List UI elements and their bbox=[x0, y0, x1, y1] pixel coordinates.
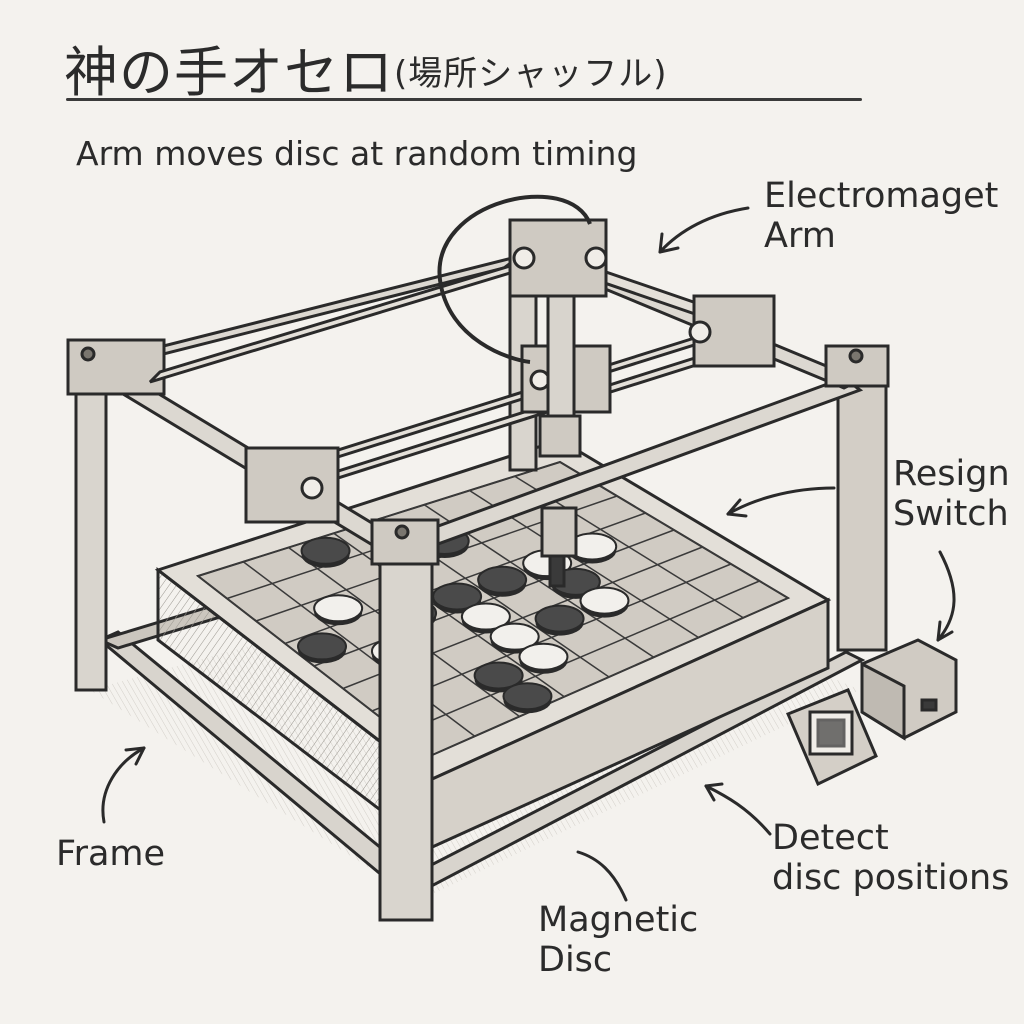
label-frame: Frame bbox=[56, 834, 166, 874]
arrow-detect bbox=[704, 784, 772, 836]
grid-line-row bbox=[400, 580, 760, 735]
arrow-resign-board bbox=[726, 486, 836, 516]
title-underline bbox=[66, 98, 862, 101]
disc-light bbox=[579, 586, 630, 615]
label-resign-line2: Switch bbox=[893, 494, 1009, 535]
label-detect-line1: Detect bbox=[772, 818, 889, 858]
position-sensor-device bbox=[786, 688, 878, 787]
disc-light bbox=[489, 622, 540, 651]
electromagnet-arm bbox=[437, 194, 592, 588]
title-paren: (場所シャッフル) bbox=[394, 54, 668, 94]
frame-posts bbox=[74, 268, 888, 922]
disc-light bbox=[313, 594, 364, 623]
label-detect-disc-positions: Detect disc positions bbox=[772, 818, 1009, 899]
label-resign-line1: Resign bbox=[893, 454, 1010, 494]
label-resign-switch: Resign Switch bbox=[893, 454, 1010, 535]
disc-dark bbox=[477, 565, 528, 594]
page-title: 神の手オセロ(場所シャッフル) bbox=[64, 28, 668, 107]
disc-light bbox=[460, 602, 511, 631]
grid-line-row bbox=[429, 597, 789, 757]
carriage-blocks bbox=[244, 218, 776, 524]
subtitle: Arm moves disc at random timing bbox=[76, 134, 638, 173]
arrow-arm bbox=[658, 206, 750, 254]
resign-switch-device bbox=[860, 638, 958, 741]
callout-arrows bbox=[101, 206, 956, 902]
label-magnetic-line1: Magnetic bbox=[538, 900, 699, 940]
post-back-left bbox=[74, 358, 108, 692]
disc-dark bbox=[534, 604, 585, 633]
arrow-frame bbox=[101, 746, 146, 824]
arrow-magnet bbox=[576, 850, 628, 902]
carriage-left bbox=[244, 446, 340, 524]
arm-cable bbox=[437, 194, 592, 364]
gantry-rail-top bbox=[148, 258, 532, 384]
arrow-resign-box bbox=[936, 550, 956, 642]
label-electromagnet-arm: Electromaget Arm bbox=[764, 176, 998, 257]
disc-dark bbox=[300, 536, 351, 565]
disc-dark bbox=[502, 682, 553, 711]
corner-blocks bbox=[66, 338, 890, 566]
game-board-box bbox=[154, 438, 832, 852]
label-electromagnet-arm-line2: Arm bbox=[764, 216, 836, 257]
label-electromagnet-arm-line1: Electromaget bbox=[764, 176, 999, 216]
magnet-head bbox=[540, 506, 578, 558]
post-front bbox=[378, 536, 434, 922]
disc-dark bbox=[297, 632, 348, 661]
label-magnetic-disc: Magnetic Disc bbox=[538, 900, 698, 981]
disc-dark bbox=[473, 661, 524, 690]
disc-light bbox=[518, 642, 569, 671]
post-right bbox=[836, 358, 888, 652]
label-magnetic-line2: Disc bbox=[538, 940, 613, 981]
label-detect-line2: disc positions bbox=[772, 858, 1010, 899]
title-main: 神の手オセロ bbox=[64, 41, 394, 104]
